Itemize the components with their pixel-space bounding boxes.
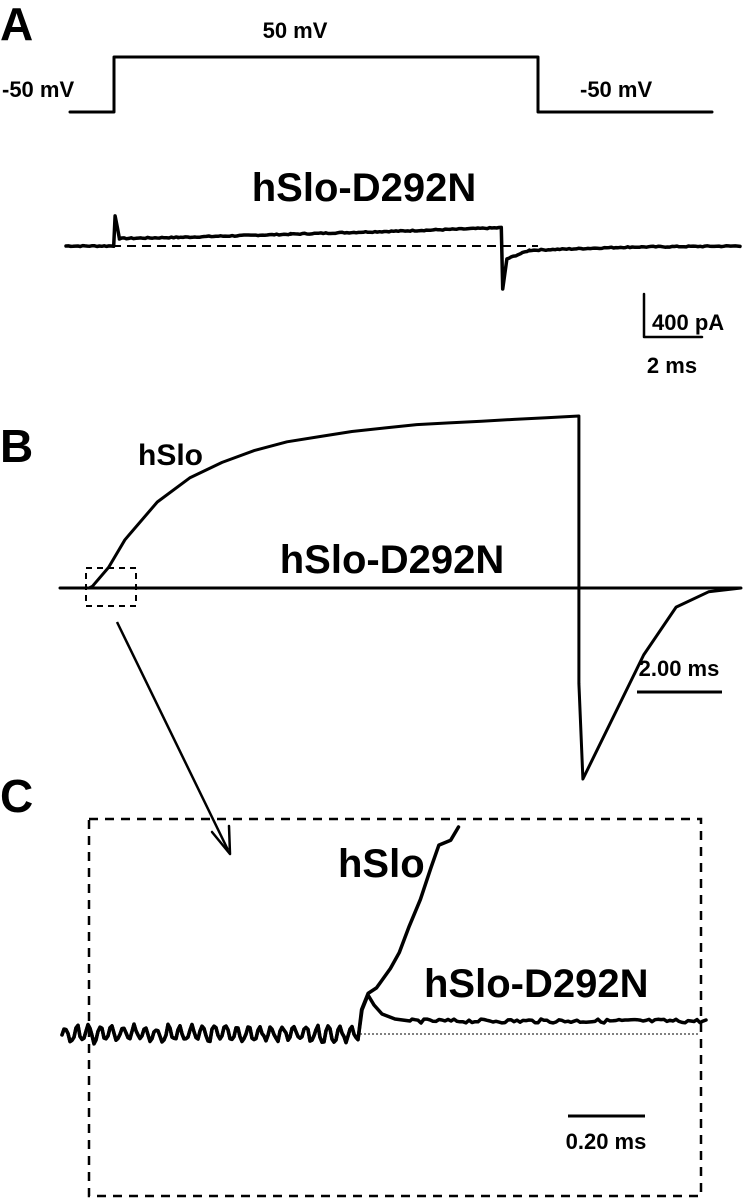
trace-a-hslo-d292n xyxy=(64,214,742,291)
panel-c: C hSlo hSlo-D292N 0.20 ms xyxy=(0,770,708,1198)
trace-c-hslo-d292n xyxy=(60,993,708,1046)
zoom-region-box xyxy=(85,567,137,607)
scale-bar-c-x-label: 0.20 ms xyxy=(566,1129,647,1154)
scale-bar-b-x-label: 2.00 ms xyxy=(639,656,720,681)
trace-label-a-d292n: hSlo-D292N xyxy=(252,166,477,210)
step-voltage-label: 50 mV xyxy=(263,18,328,43)
voltage-protocol-line xyxy=(68,55,714,114)
panel-label-c: C xyxy=(0,770,33,822)
scale-bar-a-y-label: 400 pA xyxy=(652,310,724,335)
trace-b-hslo xyxy=(58,414,743,781)
trace-label-c-d292n: hSlo-D292N xyxy=(424,962,649,1006)
panel-a: A -50 mV 50 mV -50 mV hSlo-D292N 400 pA … xyxy=(0,0,742,378)
panel-label-b: B xyxy=(0,420,33,472)
trace-label-b-hslo: hSlo xyxy=(138,439,203,472)
zoom-arrow-shaft xyxy=(115,621,230,851)
holding-voltage-label: -50 mV xyxy=(2,77,74,102)
panel-b: B hSlo hSlo-D292N 2.00 ms xyxy=(0,414,743,856)
zoom-arrow-head-icon xyxy=(210,824,232,856)
scale-bar-a-x-label: 2 ms xyxy=(647,353,697,378)
trace-label-c-hslo: hSlo xyxy=(338,842,425,886)
panel-label-a: A xyxy=(0,0,33,50)
trace-label-b-d292n: hSlo-D292N xyxy=(280,538,505,582)
scale-bar-a xyxy=(642,292,704,339)
return-voltage-label: -50 mV xyxy=(580,77,652,102)
zoom-region-frame xyxy=(87,817,703,1198)
